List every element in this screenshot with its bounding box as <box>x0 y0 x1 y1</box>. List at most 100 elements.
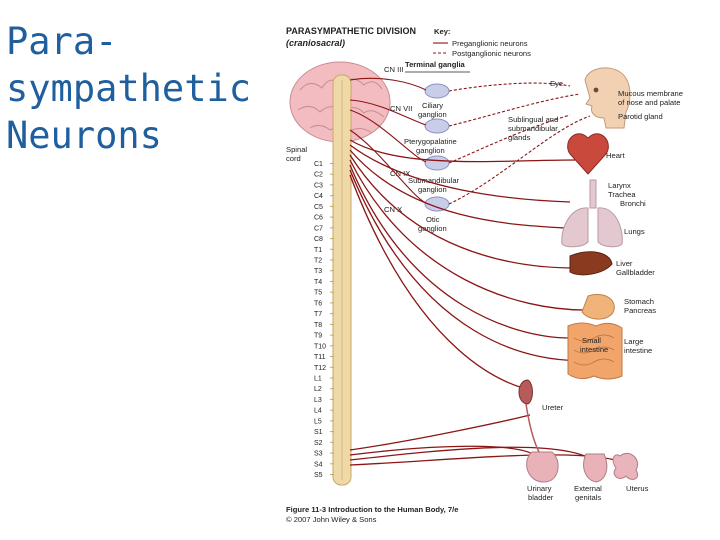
segment-label: T3 <box>314 268 322 275</box>
segment-label: T4 <box>314 279 322 286</box>
terminal-ganglia-label: Terminal ganglia <box>405 60 466 69</box>
nerve-pathways <box>349 77 631 466</box>
segment-label: T6 <box>314 300 322 307</box>
cn-iii-label: CN III <box>384 65 403 74</box>
large-intestine-label-2: intestine <box>624 346 652 355</box>
parasympathetic-diagram: PARASYMPATHETIC DIVISION (craniosacral) … <box>286 26 683 524</box>
submandibular-ganglion <box>424 155 450 171</box>
head-profile <box>584 67 631 129</box>
small-intestine-label-2: intestine <box>580 345 608 354</box>
segment-label: C8 <box>314 236 323 243</box>
slide-title: Para- sympathetic Neurons <box>6 18 256 159</box>
figure-subheading: (craniosacral) <box>286 38 345 48</box>
larynx-label-3: Bronchi <box>620 199 646 208</box>
segment-label: T12 <box>314 365 326 372</box>
segment-label: T5 <box>314 290 322 297</box>
right-lung-icon <box>597 207 623 248</box>
spinal-cord-label-1: Spinal <box>286 145 307 154</box>
sublingual-label-1: Sublingual and <box>508 115 558 124</box>
large-intestine-label-1: Large <box>624 337 643 346</box>
segment-label: C5 <box>314 204 323 211</box>
kidney-icon <box>518 379 533 405</box>
eye-icon <box>593 87 599 93</box>
liver-label-2: Gallbladder <box>616 268 655 277</box>
segment-label: L4 <box>314 408 322 415</box>
ureter-label: Ureter <box>542 403 564 412</box>
key-title: Key: <box>434 27 450 36</box>
segment-label: L2 <box>314 386 322 393</box>
segment-label: T2 <box>314 258 322 265</box>
heart-label: Heart <box>606 151 625 160</box>
ciliary-label-2: ganglion <box>418 110 447 119</box>
pterygopalatine-label-2: ganglion <box>416 146 445 155</box>
liver-icon <box>569 251 613 276</box>
segment-label: C4 <box>314 193 323 200</box>
mucous-label-2: of nose and palate <box>618 98 681 107</box>
uterus-label: Uterus <box>626 484 649 493</box>
segment-label: S5 <box>314 472 323 479</box>
stomach-label-1: Stomach <box>624 297 654 306</box>
spinal-cord-label-2: cord <box>286 154 301 163</box>
cn-ix-label: CN IX <box>390 169 410 178</box>
left-lung-icon <box>561 207 589 248</box>
segment-label: T8 <box>314 322 322 329</box>
stomach-label-2: Pancreas <box>624 306 656 315</box>
segment-label: T1 <box>314 247 322 254</box>
segment-label: T7 <box>314 311 322 318</box>
spinal-cord <box>332 74 352 486</box>
segment-label: C1 <box>314 161 323 168</box>
segment-label: T11 <box>314 354 326 361</box>
caption-line-1: Figure 11-3 Introduction to the Human Bo… <box>286 505 458 514</box>
larynx-label-2: Trachea <box>608 190 636 199</box>
pterygopalatine-ganglion <box>424 118 450 134</box>
caption-line-2: © 2007 John Wiley & Sons <box>286 515 377 524</box>
genitals-label-2: genitals <box>575 493 601 502</box>
intestines-icon <box>567 322 623 380</box>
larynx-label-1: Larynx <box>608 181 631 190</box>
segment-label: S1 <box>314 429 323 436</box>
heart-icon <box>567 133 609 175</box>
lungs-label: Lungs <box>624 227 645 236</box>
otic-label-1: Otic <box>426 215 440 224</box>
ciliary-ganglion <box>424 83 450 99</box>
segment-labels: C1C2C3C4C5C6C7C8T1T2T3T4T5T6T7T8T9T10T11… <box>314 161 334 479</box>
segment-label: S3 <box>314 451 323 458</box>
key-post-label: Postganglionic neurons <box>452 49 531 58</box>
segment-label: C3 <box>314 182 323 189</box>
segment-label: L5 <box>314 418 322 425</box>
segment-label: S4 <box>314 461 323 468</box>
cn-x-label: CN X <box>384 205 402 214</box>
segment-label: T9 <box>314 333 322 340</box>
segment-label: C6 <box>314 215 323 222</box>
ciliary-label-1: Ciliary <box>422 101 443 110</box>
uterus-icon <box>612 452 639 480</box>
eye-label: Eye <box>550 79 563 88</box>
segment-label: S2 <box>314 440 323 447</box>
otic-label-2: ganglion <box>418 224 447 233</box>
genitals-label-1: External <box>574 484 602 493</box>
bladder-label-2: bladder <box>528 493 554 502</box>
bladder-label-1: Urinary <box>527 484 552 493</box>
segment-label: L1 <box>314 376 322 383</box>
sublingual-label-3: glands <box>508 133 531 142</box>
small-intestine-label-1: Small <box>582 336 601 345</box>
parotid-label: Parotid gland <box>618 112 663 121</box>
segment-label: C7 <box>314 225 323 232</box>
mucous-label-1: Mucous membrane <box>618 89 683 98</box>
title-line-3: Neurons <box>6 114 162 157</box>
genitals-icon <box>583 453 608 483</box>
stomach-icon <box>581 294 615 320</box>
submandibular-label-2: ganglion <box>418 185 447 194</box>
title-line-2: sympathetic <box>6 67 252 110</box>
pterygopalatine-label-1: Pterygopalatine <box>404 137 457 146</box>
bladder-icon <box>526 451 559 483</box>
sublingual-label-2: submandibular <box>508 124 558 133</box>
title-line-1: Para- <box>6 20 118 63</box>
segment-label: C2 <box>314 172 323 179</box>
liver-label-1: Liver <box>616 259 633 268</box>
cn-vii-label: CN VII <box>390 104 412 113</box>
submandibular-label-1: Submandibular <box>408 176 460 185</box>
figure-heading: PARASYMPATHETIC DIVISION <box>286 26 416 36</box>
segment-label: L3 <box>314 397 322 404</box>
trachea-icon <box>589 179 597 209</box>
